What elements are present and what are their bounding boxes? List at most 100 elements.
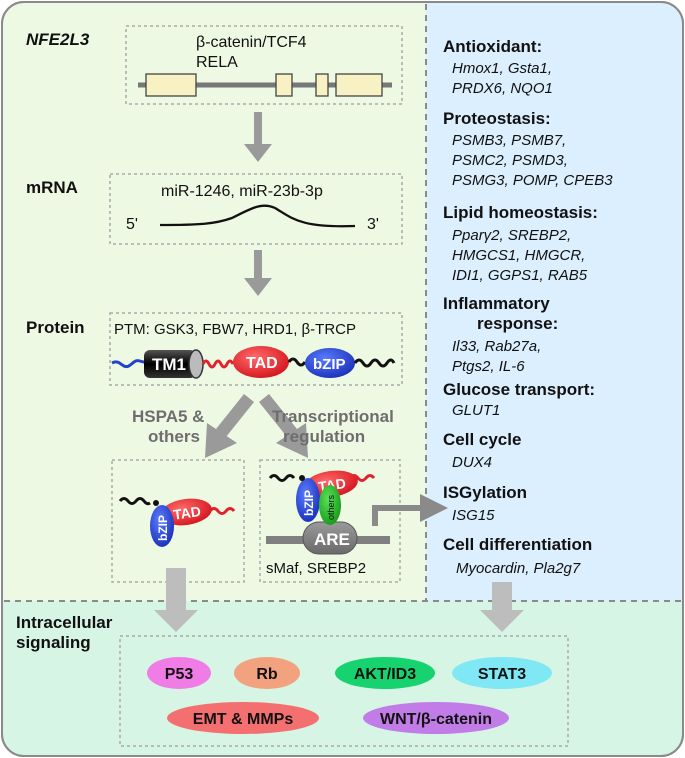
signaling-node-wnt-label: WNT/β-catenin [380,711,492,728]
signaling-node-p53-shape [147,657,211,689]
right-bzip-label: bZIP [302,490,316,516]
mrna-strand [159,204,356,228]
tad-domain [233,346,289,378]
complex-left: TAD bZIP [118,497,236,547]
left-anchor-dot [153,500,159,506]
function-heading-cell-cycle: Cell cycle [443,430,521,449]
signaling-node-rb: Rb [234,657,300,689]
function-genes-cell-cycle-1: DUX4 [452,454,492,471]
tm1-cap [188,349,204,379]
left-tad-label: TAD [172,503,202,523]
right-anchor-dot [299,475,305,481]
protein-label: Protein [26,318,85,337]
signaling-node-emt-mmps-shape [167,702,319,734]
signaling-node-akt-id3-shape [335,657,435,689]
function-genes-lipid-1: Pparγ2, SREBP2, [452,227,571,244]
function-heading-proteostasis: Proteostasis: [443,109,551,128]
function-heading-antioxidant: Antioxidant: [443,37,542,56]
mrna-label: mRNA [26,178,78,197]
gene-structure [138,73,392,97]
signaling-node-stat3-shape [452,657,552,689]
arrow-left-to-signaling [154,568,198,632]
function-genes-proteostasis-2: PSMC2, PSMD3, [452,152,568,169]
function-genes-isgylation-1: ISG15 [452,507,495,524]
others-label: others [326,494,336,520]
left-bzip-domain [150,505,174,547]
transcription-label-2: regulation [283,427,365,446]
signaling-box [119,635,569,747]
mid-linker [287,357,307,367]
function-genes-inflammatory-1: Il33, Rab27a, [452,338,541,355]
left-red-tail [208,507,236,515]
function-heading-differentiation: Cell differentiation [443,535,592,554]
exon-1 [145,73,197,97]
hspa5-label-2: others [148,427,200,446]
signaling-node-rb-shape [234,657,300,689]
complex-right-box [259,459,401,583]
five-prime-label: 5' [126,216,138,233]
complex-right: ARE TAD bZIP others sMaf, SREBP2 [266,470,390,577]
protein-structure: TM1 TAD bZIP [111,346,396,379]
gene-title: NFE2L3 [26,30,90,49]
right-bzip-domain [296,478,320,522]
three-prime-label: 3' [367,216,379,233]
function-genes-antioxidant-2: PRDX6, NQO1 [452,80,553,97]
signaling-node-stat3-label: STAT3 [478,666,526,683]
arrow-gene-to-mrna [244,112,272,162]
left-bzip-label: bZIP [156,515,170,541]
bzip-domain [305,348,355,378]
function-genes-glucose-1: GLUT1 [452,402,500,419]
tad-label: TAD [246,355,278,372]
signaling-node-stat3: STAT3 [452,657,552,689]
function-heading-lipid: Lipid homeostasis: [443,203,598,222]
linker-coil [201,359,235,369]
function-genes-lipid-2: HMGCS1, HMGCR, [452,247,585,264]
function-genes-lipid-3: IDI1, GGPS1, RAB5 [452,267,588,284]
signaling-node-p53-label: P53 [165,666,194,683]
arrow-right-to-signaling [480,582,524,632]
signaling-node-akt-id3: AKT/ID3 [335,657,435,689]
right-black-tail [268,474,296,482]
n-terminal-tail [111,359,145,369]
are-partners: sMaf, SREBP2 [266,560,366,577]
function-genes-proteostasis-3: PSMG3, POMP, CPEB3 [452,172,613,189]
left-panel [3,3,426,601]
function-genes-proteostasis-1: PSMB3, PSMB7, [452,132,566,149]
function-genes-antioxidant-1: Hmox1, Gsta1, [452,60,552,77]
tm1-label: TM1 [152,355,186,374]
signaling-node-wnt-shape [363,702,509,734]
signaling-title-1: Intracellular [16,613,113,632]
protein-box [109,312,403,386]
right-panel [426,3,682,601]
left-black-tail [118,497,151,506]
exon-2 [275,73,293,97]
function-heading-isgylation: ISGylation [443,483,527,502]
mrna-box [109,173,403,245]
mirna-text: miR-1246, miR-23b-3p [161,183,323,200]
signaling-node-wnt: WNT/β-catenin [363,702,509,734]
arrow-mrna-to-protein [244,250,272,296]
c-terminal-tail [353,358,396,368]
arrow-to-transcription [259,394,308,458]
signaling-node-emt-mmps-label: EMT & MMPs [193,711,294,728]
exon-3 [315,73,329,97]
signaling-title-2: signaling [16,633,91,652]
function-genes-differentiation-1: Myocardin, Pla2g7 [456,560,581,577]
function-genes-inflammatory-2: Ptgs2, IL-6 [452,358,525,375]
exon-4 [335,73,383,97]
transcription-label-1: Transcriptional [272,407,394,426]
signaling-node-akt-id3-label: AKT/ID3 [354,666,416,683]
gene-regulators-1: β-catenin/TCF4 [196,34,307,51]
function-list: Antioxidant: Hmox1, Gsta1, PRDX6, NQO1 P… [443,37,613,577]
hspa5-label-1: HSPA5 & [132,407,204,426]
function-heading-inflammatory: Inflammatory [443,294,550,313]
others-domain [319,485,341,525]
function-heading-inflammatory-2: response: [477,314,558,333]
signaling-node-rb-label: Rb [256,666,278,683]
function-heading-glucose: Glucose transport: [443,380,595,399]
signaling-node-emt-mmps: EMT & MMPs [167,702,319,734]
tm1-domain [144,350,196,378]
transcription-arrow [372,494,448,526]
